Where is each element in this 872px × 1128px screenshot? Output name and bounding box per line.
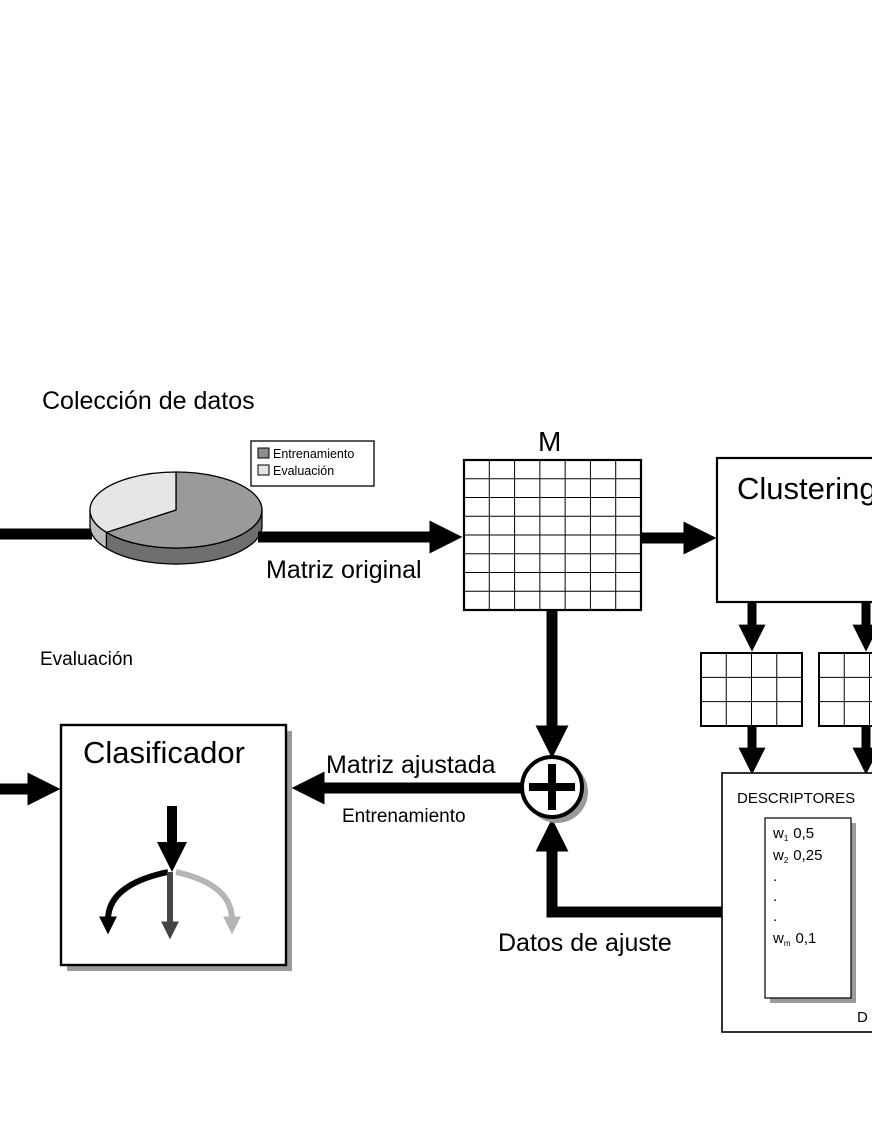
classifier-box: Clasificador <box>59 723 292 971</box>
collection-title: Colección de datos <box>42 387 255 415</box>
original-matrix-label: Matriz original <box>266 556 422 584</box>
clustering-box: Clustering <box>715 456 872 604</box>
adjustment-data-label: Datos de ajuste <box>498 929 672 957</box>
clustering-label: Clustering <box>737 471 872 506</box>
legend-label-evaluation: Evaluación <box>273 464 334 478</box>
adjusted-matrix-label: Matriz ajustada <box>326 751 496 779</box>
descriptor-item: . <box>773 908 777 925</box>
training-label: Entrenamiento <box>342 806 466 827</box>
adjustment-data-path <box>535 818 722 918</box>
branching-tree-icon <box>99 806 241 940</box>
legend-label-training: Entrenamiento <box>273 447 354 461</box>
legend-swatch-evaluation <box>257 464 270 476</box>
sum-node <box>520 755 588 823</box>
descriptor-item: . <box>773 868 777 885</box>
descriptor-list-panel <box>764 817 852 999</box>
data-pie-chart <box>89 471 263 565</box>
pie-slice-entrenamiento <box>104 471 263 549</box>
pie-legend: Entrenamiento Evaluación <box>250 440 375 487</box>
classifier-label: Clasificador <box>83 735 245 770</box>
pie-slice-evaluación <box>89 471 177 534</box>
cluster-matrix-a <box>700 652 803 727</box>
descriptor-item: . <box>773 888 777 905</box>
matrix-m-grid <box>462 458 643 612</box>
cluster-matrix-b <box>818 652 872 727</box>
legend-swatch-training <box>257 447 270 459</box>
matrix-m-label: M <box>538 426 561 457</box>
descriptors-title: DESCRIPTORES <box>737 790 855 807</box>
descriptors-footer-letter: D <box>857 1009 868 1026</box>
evaluation-label: Evaluación <box>40 649 133 670</box>
